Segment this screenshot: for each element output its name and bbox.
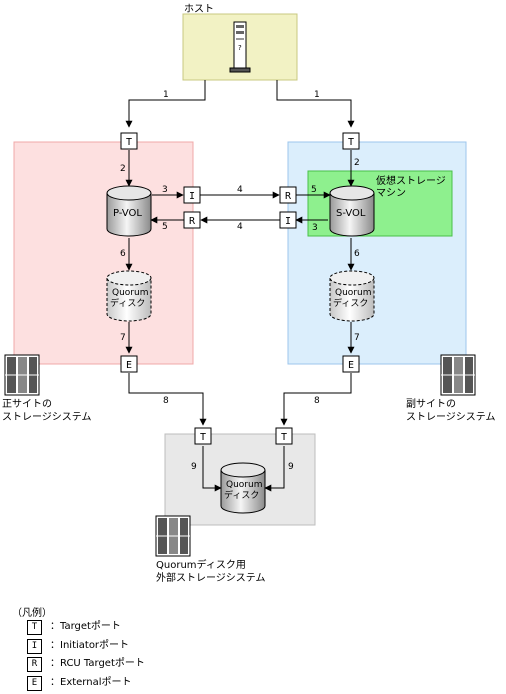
quorum-dashed-primary: Quorum ディスク [106,270,152,322]
port-external-secondary: E [342,355,360,373]
path-label-3-right: 3 [312,223,318,233]
path-label-5-left: 5 [162,222,168,232]
svg-text:I: I [285,216,291,227]
port-target-host-left: T [120,132,138,150]
quorum-external-line1: Quorum [226,480,262,490]
path-label-4-bottom: 4 [237,222,243,232]
path-label-9-left: 9 [191,462,197,472]
legend-text-initiator: ：Initiatorポート [50,640,130,651]
quorum-external-label-2: 外部ストレージシステム [156,571,266,584]
quorum-disk-external: Quorum ディスク [220,462,266,514]
legend-text-rcu: ：RCU Targetポート [50,658,145,669]
path-label-6-left: 6 [120,249,126,259]
quorum-secondary-line2: ディスク [333,297,368,309]
svg-text:T: T [281,432,287,443]
path-label-4-top: 4 [237,185,243,195]
host-label: ホスト [184,3,214,15]
port-rcu-secondary: R [279,186,297,204]
legend-text-target: ：Targetポート [50,621,121,632]
path-label-8-left: 8 [163,396,169,406]
virtual-storage-label-2: マシン [376,188,406,199]
port-external-primary: E [120,355,138,373]
legend-symbol-initiator: I [27,639,42,654]
primary-site-region [13,141,194,365]
quorum-primary-line1: Quorum [112,288,148,298]
svg-text:E: E [348,360,354,371]
quorum-secondary-line1: Quorum [335,288,371,298]
path-1-right [276,80,355,128]
port-target-quorum-left: T [194,427,212,445]
svg-text:?: ? [238,44,242,52]
port-target-host-right: T [342,132,360,150]
svol-cylinder: S-VOL [329,185,375,237]
quorum-primary-line2: ディスク [110,297,145,309]
primary-site-label-2: ストレージシステム [2,411,92,423]
path-8-left [128,373,207,426]
path-label-3-left: 3 [162,185,168,195]
path-9-left [202,446,222,492]
secondary-storage-rack-icon [440,354,476,396]
port-target-quorum-right: T [275,427,293,445]
pvol-cylinder: P-VOL [106,185,152,237]
path-1-left [125,80,206,128]
quorum-external-label-1: Quorumディスク用 [156,558,246,571]
legend-symbol-rcu: R [27,657,42,672]
svg-text:T: T [126,137,132,148]
path-9-right [264,446,285,492]
path-label-7-left: 7 [120,333,126,343]
path-label-9-right: 9 [288,462,294,472]
path-label-7-right: 7 [354,333,360,343]
path-label-5-right: 5 [311,185,317,195]
path-label-8-right: 8 [314,396,320,406]
legend-symbol-target: T [27,620,42,635]
legend-symbol-external: E [27,676,42,691]
quorum-dashed-secondary: Quorum ディスク [329,270,375,322]
path-label-1-right: 1 [314,90,320,100]
legend-title: （凡例） [12,608,52,619]
primary-storage-rack-icon [4,354,40,396]
svg-text:R: R [285,191,292,202]
virtual-storage-label-1: 仮想ストレージ [376,174,446,187]
path-label-2-left: 2 [120,164,126,174]
port-initiator-secondary: I [279,211,297,229]
path-label-1-left: 1 [163,90,169,100]
secondary-site-label-2: ストレージシステム [406,411,496,423]
svg-text:T: T [348,137,354,148]
quorum-external-line2: ディスク [224,489,259,501]
primary-site-label-1: 正サイトの [2,398,52,410]
svg-text:R: R [189,216,196,227]
port-initiator-primary: I [183,186,201,204]
quorum-storage-rack-icon [155,515,191,557]
port-rcu-primary: R [183,211,201,229]
path-label-6-right: 6 [354,249,360,259]
pvol-label: P-VOL [113,208,142,219]
svg-text:T: T [200,432,206,443]
secondary-site-label-1: 副サイトの [406,398,456,410]
path-label-2-right: 2 [354,158,360,168]
legend-text-external: ：Externalポート [50,677,132,688]
host-server-icon: ? [229,21,251,73]
svg-text:E: E [126,360,132,371]
svg-text:I: I [189,191,195,202]
svol-label: S-VOL [336,208,366,219]
path-8-right [280,373,352,426]
